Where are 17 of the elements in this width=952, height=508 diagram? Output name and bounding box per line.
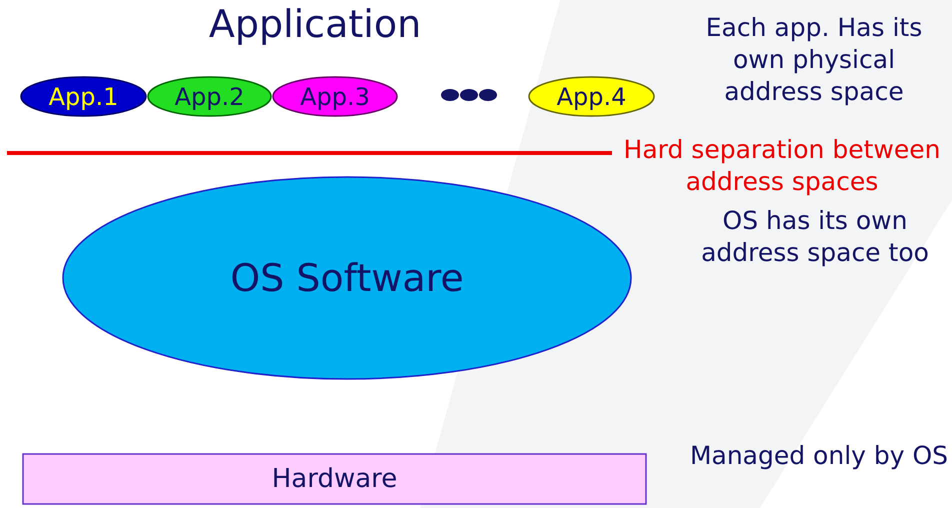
note-text: Each app. Has its own physical address space: [704, 12, 924, 108]
note-text: Managed only by OS: [688, 440, 950, 472]
app-ellipse: [147, 76, 272, 117]
node-label: App.4: [556, 82, 626, 110]
note-text: OS has its own address space too: [700, 205, 930, 269]
node-label: Hardware: [272, 464, 398, 494]
os-ellipse: [62, 176, 632, 380]
note-text: Hard separation between address spaces: [622, 134, 942, 198]
node-label: App.2: [174, 82, 244, 110]
app-ellipse: [272, 76, 398, 117]
app-ellipse: [20, 76, 147, 117]
node-label: App.3: [300, 82, 370, 110]
app-ellipse: [528, 76, 655, 117]
hardware-box: [22, 453, 647, 505]
node-label: OS Software: [230, 256, 464, 300]
node-label: App.1: [48, 82, 118, 110]
heading: Application: [208, 1, 422, 48]
